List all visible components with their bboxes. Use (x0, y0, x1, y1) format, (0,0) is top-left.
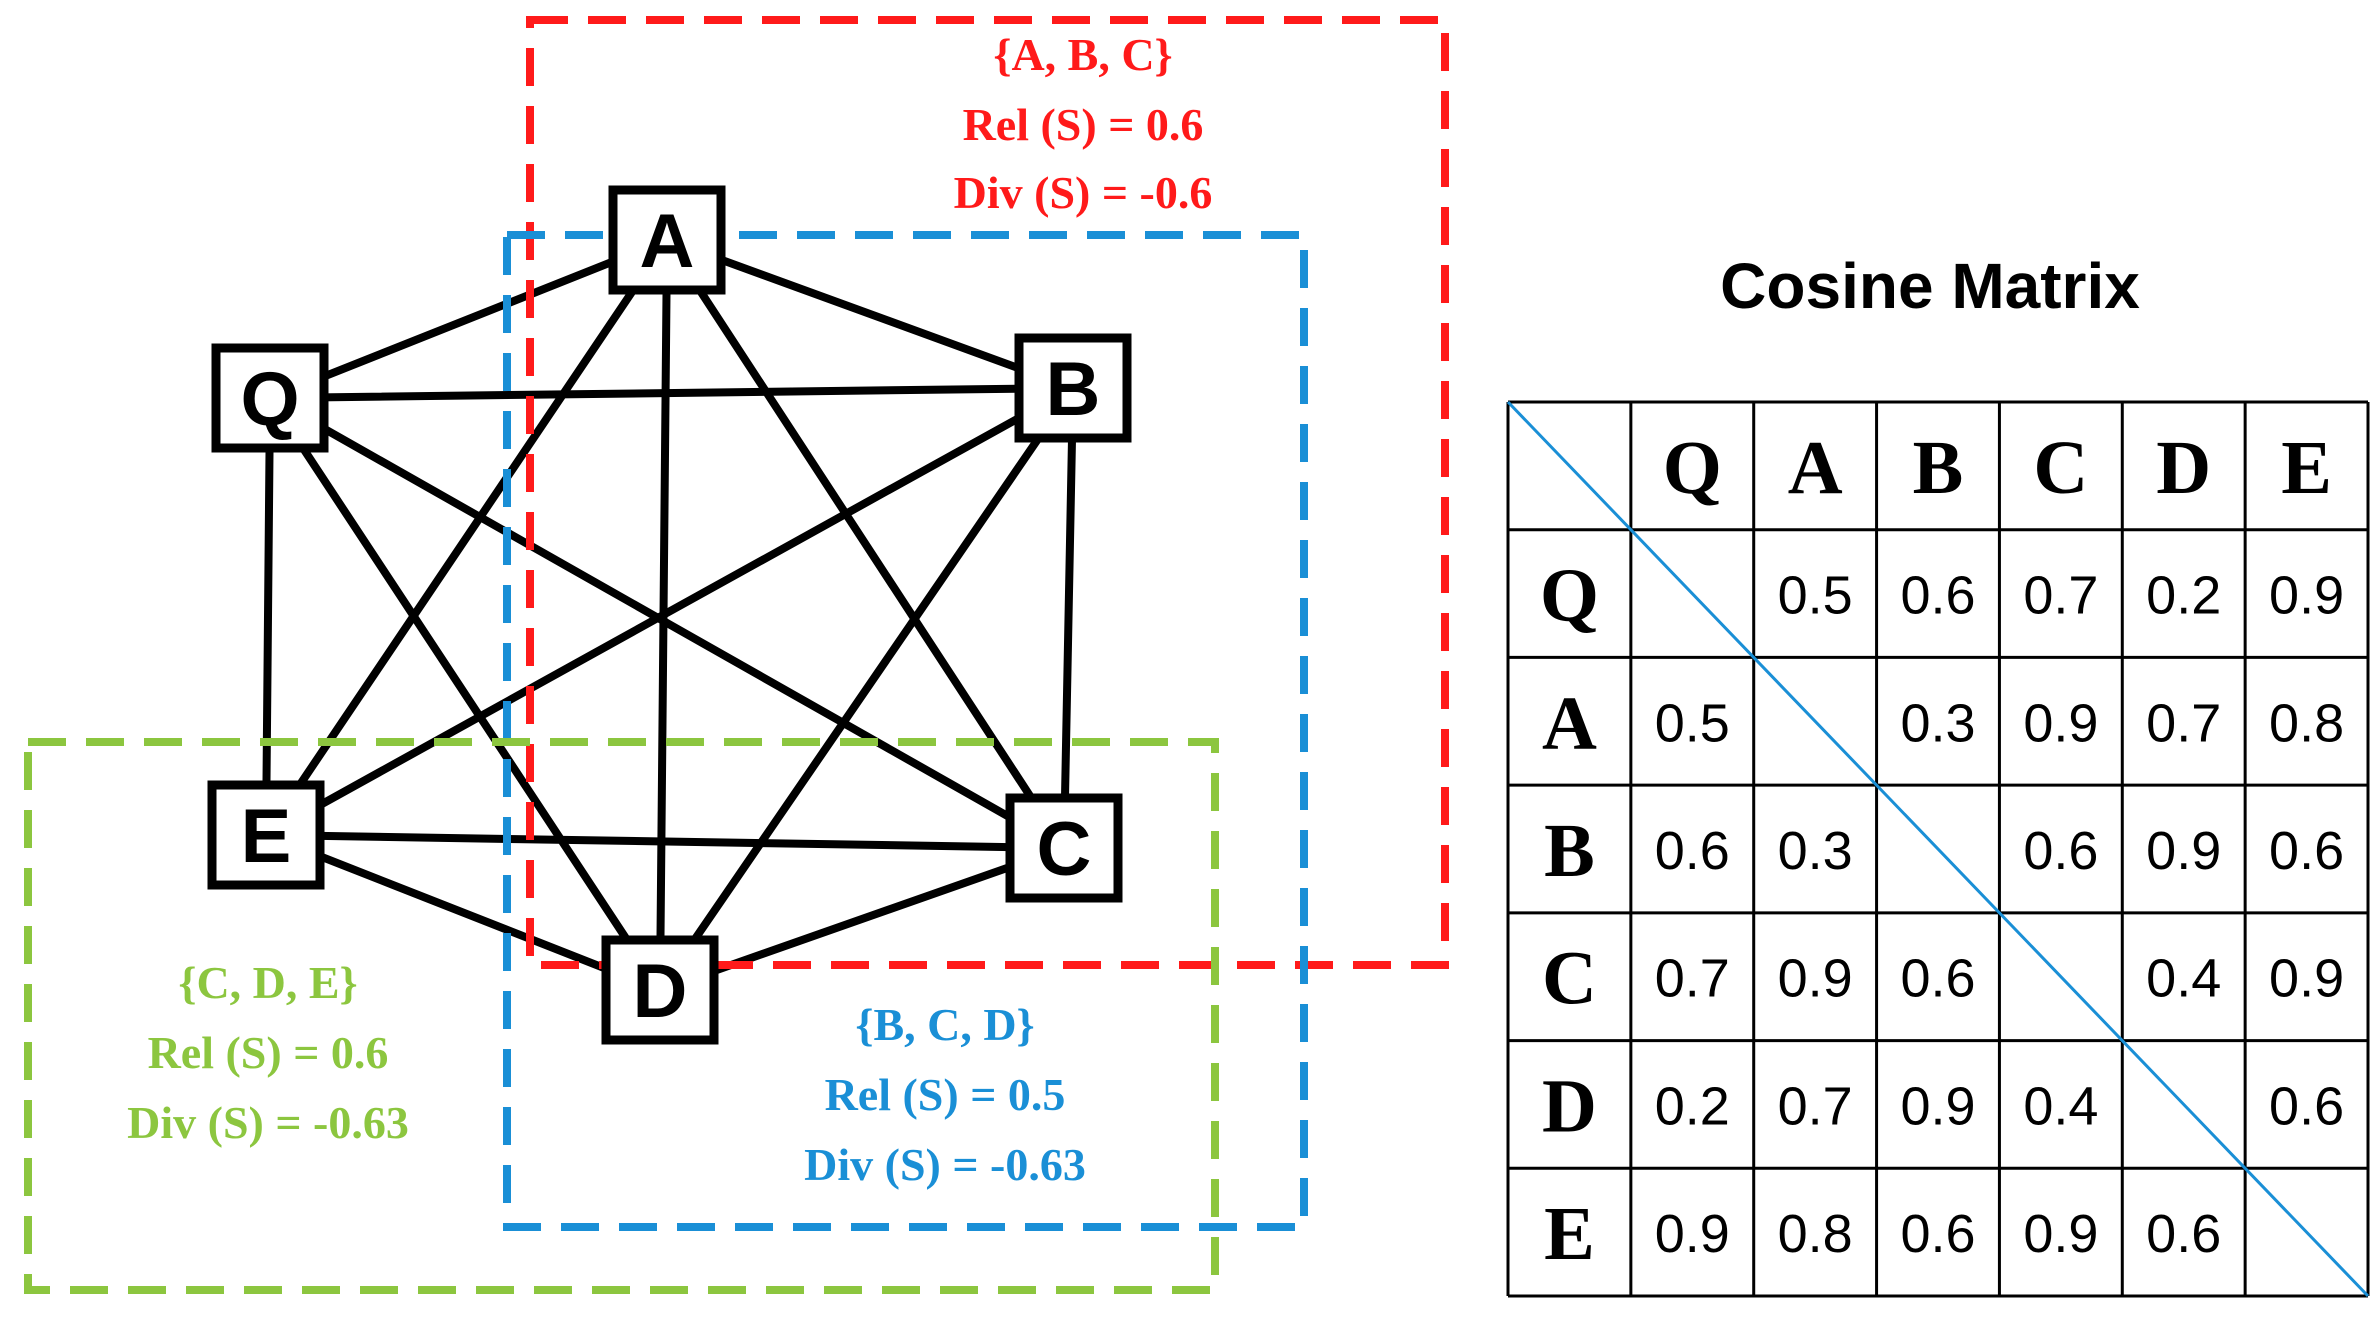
cell-q-d: 0.2 (2146, 566, 2221, 626)
node-d: D (601, 935, 719, 1045)
node-label-q: Q (240, 357, 299, 442)
group-red-set: {A, B, C} (993, 29, 1172, 80)
row-header-q: Q (1540, 554, 1599, 638)
row-header-c: C (1542, 937, 1597, 1021)
cell-a-e: 0.8 (2269, 693, 2344, 753)
edge-q-e (262, 394, 274, 839)
edge-b-d (656, 384, 1077, 994)
row-header-e: E (1544, 1192, 1595, 1276)
cell-c-b: 0.6 (1900, 949, 1975, 1009)
group-green-set: {C, D, E} (178, 957, 357, 1008)
column-header-c: C (2033, 426, 2088, 510)
matrix-diagonal-line (1506, 400, 2370, 1298)
node-box-a (608, 185, 726, 295)
edge-e-c (262, 831, 1068, 852)
group-box-blue (503, 231, 1308, 1231)
edge-e-d (262, 831, 664, 994)
edge-b-e (262, 384, 1077, 839)
cell-a-c: 0.9 (2023, 693, 2098, 753)
edge-a-b (663, 236, 1077, 392)
column-header-q: Q (1663, 426, 1722, 510)
column-header-e: E (2281, 426, 2332, 510)
cell-e-q: 0.9 (1655, 1204, 1730, 1264)
cell-e-b: 0.6 (1900, 1204, 1975, 1264)
cell-b-e: 0.6 (2269, 821, 2344, 881)
node-b: B (1014, 333, 1132, 443)
matrix-cells: 0.5 0.6 0.7 0.2 0.9 0.5 0.3 0.9 0.7 0.8 0.6 0.3 0.6 0… (1655, 566, 2344, 1265)
cell-b-c: 0.6 (2023, 821, 2098, 881)
node-label-c: C (1037, 807, 1092, 892)
cell-q-a: 0.5 (1778, 566, 1853, 626)
edge-q-b (266, 384, 1077, 402)
node-c: C (1005, 793, 1123, 903)
row-header-a: A (1542, 681, 1597, 765)
cell-q-b: 0.6 (1900, 566, 1975, 626)
cell-e-d: 0.6 (2146, 1204, 2221, 1264)
edge-q-a (266, 236, 671, 402)
cell-d-c: 0.4 (2023, 1076, 2098, 1136)
cell-b-a: 0.3 (1778, 821, 1853, 881)
group-blue-rel: Rel (S) = 0.5 (825, 1069, 1066, 1120)
node-q: Q (211, 343, 329, 453)
column-header-b: B (1913, 426, 1964, 510)
group-blue-div: Div (S) = -0.63 (804, 1139, 1086, 1190)
cell-c-a: 0.9 (1778, 949, 1853, 1009)
node-e: E (207, 780, 325, 890)
node-box-q (211, 343, 329, 453)
node-box-c (1005, 793, 1123, 903)
cell-c-q: 0.7 (1655, 949, 1730, 1009)
node-label-e: E (241, 794, 292, 879)
matrix-title: Cosine Matrix (1720, 250, 2140, 322)
edge-b-c (1060, 384, 1077, 852)
edge-a-c (663, 236, 1068, 852)
cell-b-d: 0.9 (2146, 821, 2221, 881)
edge-q-d (266, 394, 664, 994)
group-boxes (24, 16, 1449, 1294)
cell-q-c: 0.7 (2023, 566, 2098, 626)
cell-c-d: 0.4 (2146, 949, 2221, 1009)
cell-d-b: 0.9 (1900, 1076, 1975, 1136)
cell-e-a: 0.8 (1778, 1204, 1853, 1264)
cell-d-e: 0.6 (2269, 1076, 2344, 1136)
cell-a-d: 0.7 (2146, 693, 2221, 753)
cell-a-q: 0.5 (1655, 693, 1730, 753)
node-box-b (1014, 333, 1132, 443)
node-box-e (207, 780, 325, 890)
graph-nodes: A B Q E C D (207, 185, 1132, 1045)
node-label-b: B (1046, 347, 1101, 432)
matrix-grid (1506, 400, 2370, 1298)
column-header-a: A (1788, 426, 1843, 510)
cell-a-b: 0.3 (1900, 693, 1975, 753)
group-red-rel: Rel (S) = 0.6 (963, 99, 1204, 150)
group-green-rel: Rel (S) = 0.6 (148, 1027, 389, 1078)
row-header-d: D (1542, 1064, 1597, 1148)
column-header-d: D (2156, 426, 2211, 510)
group-box-green (24, 738, 1219, 1294)
cell-d-a: 0.7 (1778, 1076, 1853, 1136)
cell-c-e: 0.9 (2269, 949, 2344, 1009)
cell-e-c: 0.9 (2023, 1204, 2098, 1264)
cell-q-e: 0.9 (2269, 566, 2344, 626)
group-green-div: Div (S) = -0.63 (127, 1097, 409, 1148)
node-a: A (608, 185, 726, 295)
graph-edges (262, 236, 1077, 994)
row-header-b: B (1544, 809, 1595, 893)
group-blue-set: {B, C, D} (855, 999, 1034, 1050)
cell-b-q: 0.6 (1655, 821, 1730, 881)
group-red-div: Div (S) = -0.6 (954, 167, 1213, 218)
edge-a-e (262, 236, 671, 839)
cell-d-q: 0.2 (1655, 1076, 1730, 1136)
node-label-a: A (640, 199, 695, 284)
node-label-d: D (633, 949, 688, 1034)
node-box-d (601, 935, 719, 1045)
